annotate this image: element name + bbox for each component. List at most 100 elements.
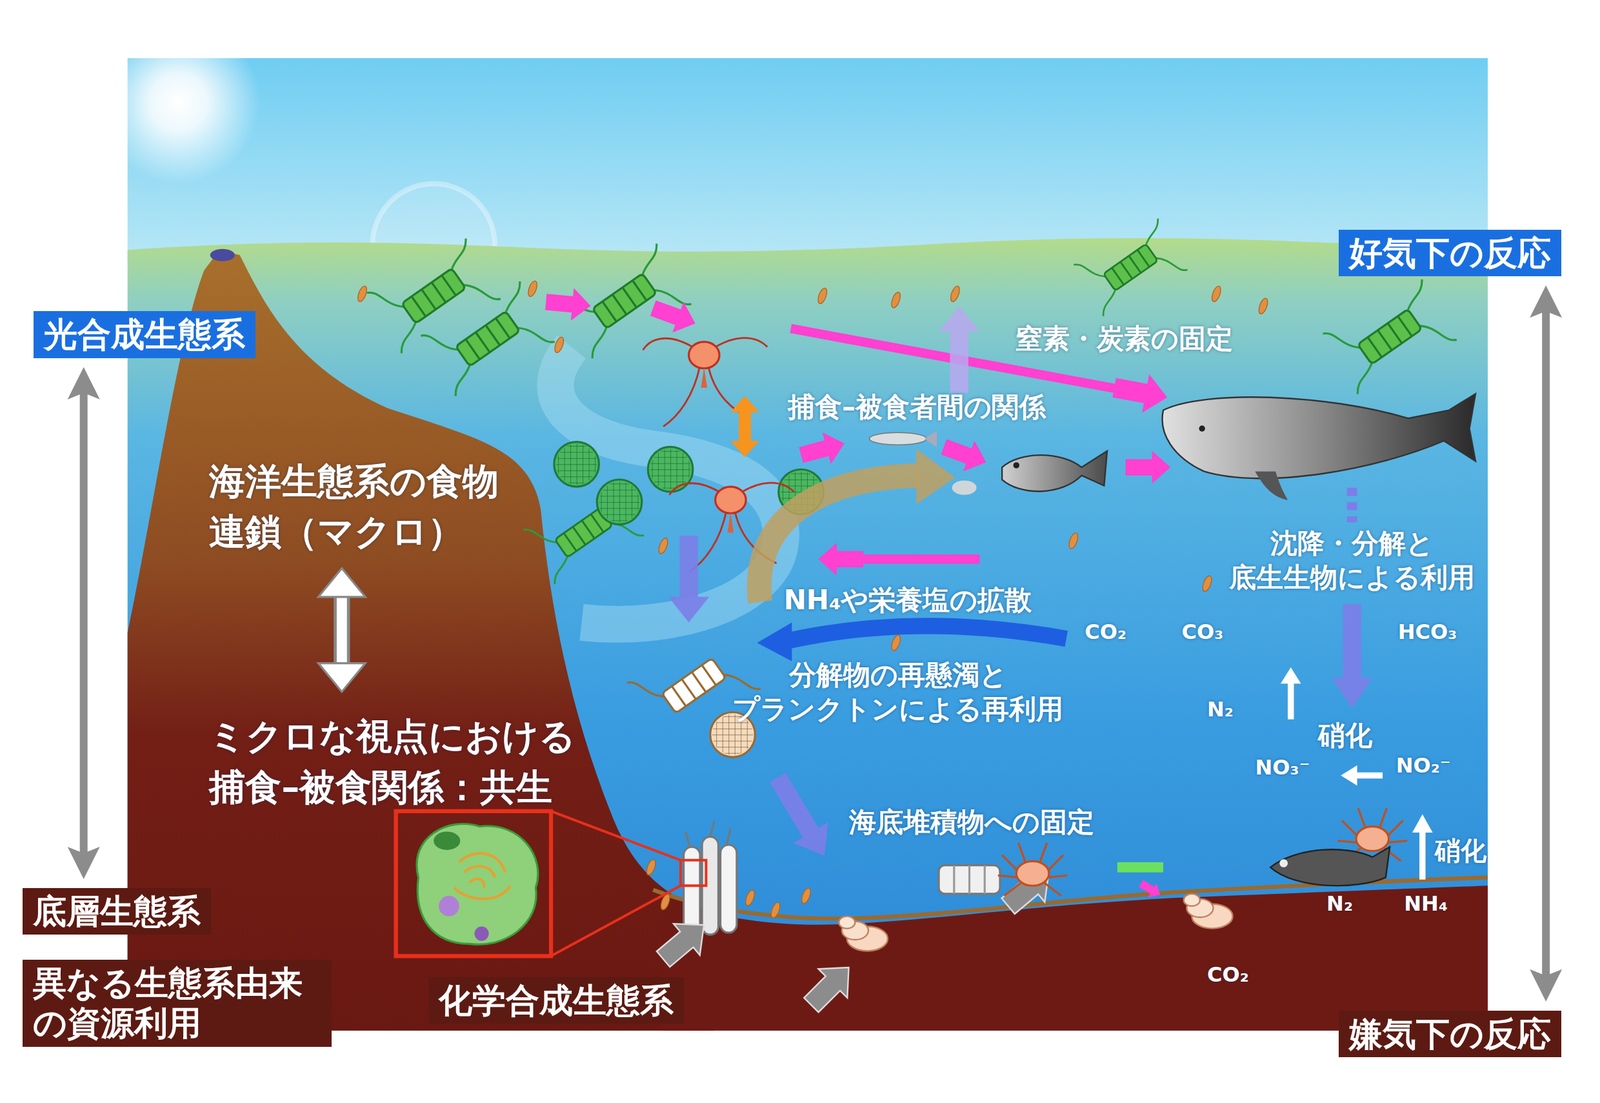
flow-arrows xyxy=(760,766,842,866)
heading-label: 海洋生態系の食物 連鎖（マクロ） xyxy=(209,456,520,558)
benthos xyxy=(720,844,737,933)
diatoms xyxy=(661,658,727,713)
ecosystem-box: 光合成生態系 xyxy=(33,310,256,358)
double-arrow xyxy=(80,380,88,866)
diatoms xyxy=(1069,209,1192,324)
chemistry-arrows xyxy=(1419,830,1426,880)
diatoms xyxy=(518,471,649,593)
benthos xyxy=(938,865,1000,894)
benthos xyxy=(454,852,511,899)
double-arrow xyxy=(1541,298,1550,989)
reaction-box: 嫌気下の反応 xyxy=(1338,1010,1562,1057)
ecosystem-box: 底層生態系 xyxy=(22,887,211,935)
benthos xyxy=(938,865,1000,894)
whale-and-fish xyxy=(1162,393,1476,479)
scale-arrow xyxy=(333,591,350,669)
flow-arrows xyxy=(1347,516,1358,522)
benthos xyxy=(1117,861,1164,873)
particles xyxy=(889,633,902,652)
sea xyxy=(127,238,1488,1031)
reaction-box: 好気下の反応 xyxy=(1338,229,1562,277)
flow-arrows xyxy=(1136,876,1165,902)
benthos xyxy=(416,823,539,945)
process-label: 窒素・炭素の固定 xyxy=(1015,322,1233,355)
scale-arrow xyxy=(318,568,366,692)
whale-and-fish xyxy=(952,480,977,495)
flow-arrows xyxy=(857,554,980,564)
benthos xyxy=(1279,858,1288,868)
process-label: 捕食–被食者間の関係 xyxy=(787,390,1046,424)
flow-arrows xyxy=(916,449,955,504)
process-label: 硝化 xyxy=(1318,719,1373,752)
particles xyxy=(1257,297,1270,316)
node-text: 好気下の反応 xyxy=(1349,232,1551,273)
particles xyxy=(1201,574,1214,593)
benthos xyxy=(998,842,1068,896)
chem-label: N₂ xyxy=(1326,890,1353,916)
chemistry-arrows xyxy=(1280,667,1302,684)
seabed xyxy=(652,877,1488,1031)
sea xyxy=(127,238,1488,1031)
diatoms xyxy=(596,479,642,525)
diatoms xyxy=(361,209,1462,757)
flow-arrows xyxy=(544,285,593,322)
whale-and-fish xyxy=(1001,450,1108,492)
process-label: 硝化 xyxy=(1434,834,1487,866)
benthos xyxy=(474,925,489,940)
benthos xyxy=(1270,846,1390,886)
benthos xyxy=(550,810,681,956)
diatoms xyxy=(671,665,716,707)
flow-arrows xyxy=(647,292,702,339)
particles xyxy=(526,280,539,299)
flow-arrows xyxy=(668,535,710,622)
particles xyxy=(889,290,902,310)
whale-and-fish xyxy=(1254,470,1288,500)
whale-and-fish xyxy=(1198,425,1205,431)
process-label: 分解物の再懸濁と プランクトンによる再利用 xyxy=(727,658,1069,726)
flow-arrows xyxy=(818,542,864,576)
flow-arrows xyxy=(730,395,759,412)
benthos xyxy=(838,916,888,951)
flow-arrows xyxy=(787,625,1067,641)
diatoms xyxy=(647,446,693,492)
flow-arrows xyxy=(938,431,992,478)
particles xyxy=(800,886,813,905)
seamount xyxy=(210,249,235,262)
flow-arrows xyxy=(1331,603,1373,708)
flow-arrows xyxy=(730,440,759,457)
chemistry-arrows xyxy=(1412,814,1433,833)
particles xyxy=(769,900,782,919)
whale-and-fish xyxy=(869,432,928,445)
node-text: 光合成生態系 xyxy=(43,314,246,355)
chem-label: N₂ xyxy=(1207,696,1234,722)
process-label: NH₄や栄養塩の拡散 xyxy=(783,583,1033,617)
node-text: 異なる生態系由来 の資源利用 xyxy=(32,962,322,1044)
flow-arrows xyxy=(938,305,980,393)
node-text: 底層生態系 xyxy=(32,890,201,931)
particles xyxy=(552,336,566,355)
diatoms xyxy=(416,270,560,406)
flow-arrows xyxy=(1110,368,1171,417)
benthos xyxy=(685,821,731,848)
benthos xyxy=(650,909,718,975)
sky xyxy=(96,20,260,184)
scale-arrow xyxy=(318,568,366,597)
sky xyxy=(127,58,1488,262)
flow-arrows xyxy=(757,621,793,661)
flow-arrows xyxy=(796,427,849,471)
particles xyxy=(356,285,369,304)
whale-and-fish xyxy=(924,430,937,447)
benthos xyxy=(396,810,551,956)
particles xyxy=(645,858,658,877)
flow-arrows xyxy=(1125,450,1171,484)
chem-label: NO₂⁻ xyxy=(1396,752,1451,778)
benthos xyxy=(438,895,460,917)
process-label: 沈降・分解と 底生生物による利用 xyxy=(1221,526,1482,595)
chemistry-arrows xyxy=(1287,681,1294,719)
scale-arrow xyxy=(336,591,348,669)
flow-arrows xyxy=(1347,487,1358,497)
whale-and-fish xyxy=(1013,461,1020,468)
diatoms xyxy=(554,441,600,488)
particles xyxy=(743,888,757,907)
particles xyxy=(356,280,1270,919)
